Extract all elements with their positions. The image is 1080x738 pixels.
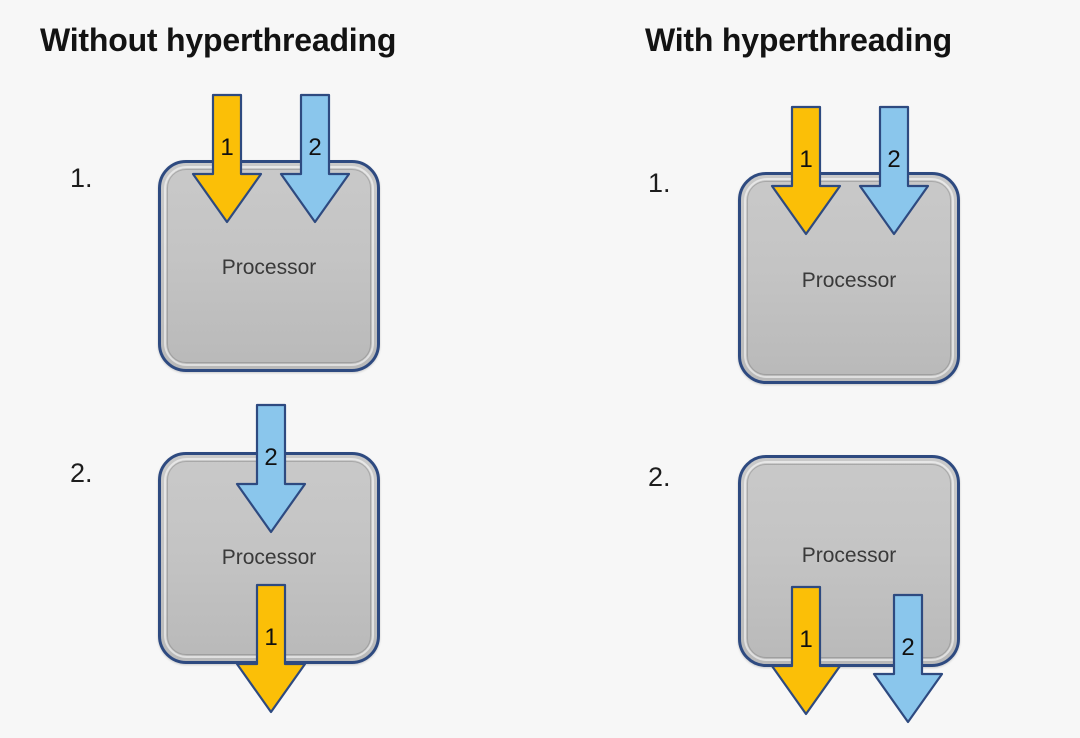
- processor-box-right-1: Processor: [738, 172, 960, 384]
- arrow-label: 1: [220, 134, 234, 161]
- step-number-right-1: 1.: [648, 168, 671, 198]
- step-number-left-2: 2.: [70, 458, 93, 488]
- processor-box-left-1: Processor: [158, 160, 380, 372]
- processor-label: Processor: [801, 544, 897, 567]
- arrow-label: 1: [799, 146, 813, 173]
- processor-label: Processor: [221, 546, 317, 569]
- arrow-label: 2: [308, 134, 322, 161]
- processor-label: Processor: [801, 269, 897, 292]
- processor-bevel-inner: [747, 464, 951, 658]
- processor-bevel-outer: [744, 178, 954, 378]
- column-title-without-hyperthreading: Without hyperthreading: [40, 22, 397, 58]
- column-title-with-hyperthreading: With hyperthreading: [645, 22, 953, 58]
- processor-box-left-2: Processor: [158, 452, 380, 664]
- arrow-label: 2: [887, 146, 901, 173]
- processor-bevel-inner: [167, 461, 371, 655]
- processor-bevel-outer: [164, 458, 374, 658]
- processor-box-right-2: Processor: [738, 455, 960, 667]
- processor-bevel-outer: [744, 461, 954, 661]
- processor-bevel-inner: [167, 169, 371, 363]
- processor-label: Processor: [221, 256, 317, 279]
- processor-bevel-inner: [747, 181, 951, 375]
- step-number-left-1: 1.: [70, 163, 93, 193]
- step-number-right-2: 2.: [648, 462, 671, 492]
- processor-bevel-outer: [164, 166, 374, 366]
